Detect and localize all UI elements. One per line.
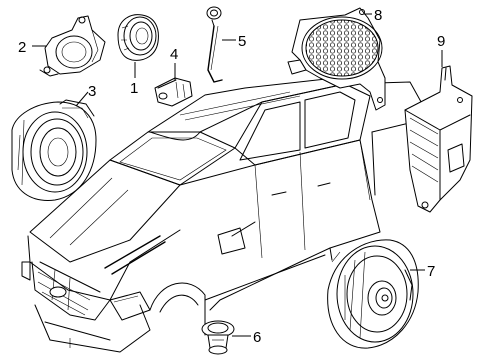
callout-label-1: 1 [130, 80, 138, 97]
callout-label-3: 3 [88, 83, 96, 100]
callout-label-2: 2 [18, 39, 26, 56]
part-4-sensor-module [154, 77, 193, 107]
part-7-rear-speaker [327, 239, 419, 349]
callout-5[interactable]: 5 [222, 33, 246, 50]
callout-label-4: 4 [170, 46, 178, 63]
part-6-dash-speaker [201, 320, 235, 355]
part-5-antenna-cable [206, 6, 223, 83]
callout-9[interactable]: 9 [437, 33, 445, 67]
part-8-speaker-grille-bracket [287, 7, 386, 111]
callout-3[interactable]: 3 [75, 83, 96, 107]
callout-7[interactable]: 7 [410, 263, 435, 280]
part-3-door-speaker [11, 99, 97, 201]
callout-8[interactable]: 8 [363, 7, 382, 24]
callout-label-5: 5 [238, 33, 246, 50]
callout-label-8: 8 [374, 7, 382, 24]
callout-label-9: 9 [437, 33, 445, 50]
callout-2[interactable]: 2 [18, 39, 47, 56]
callout-6[interactable]: 6 [232, 329, 261, 346]
part-2-tweeter-bracket [39, 15, 106, 77]
callout-label-7: 7 [427, 263, 435, 280]
callout-1[interactable]: 1 [130, 62, 138, 97]
part-1-tweeter [117, 14, 159, 61]
callout-label-6: 6 [253, 329, 261, 346]
part-9-amplifier [404, 65, 473, 213]
callout-4[interactable]: 4 [170, 46, 178, 80]
